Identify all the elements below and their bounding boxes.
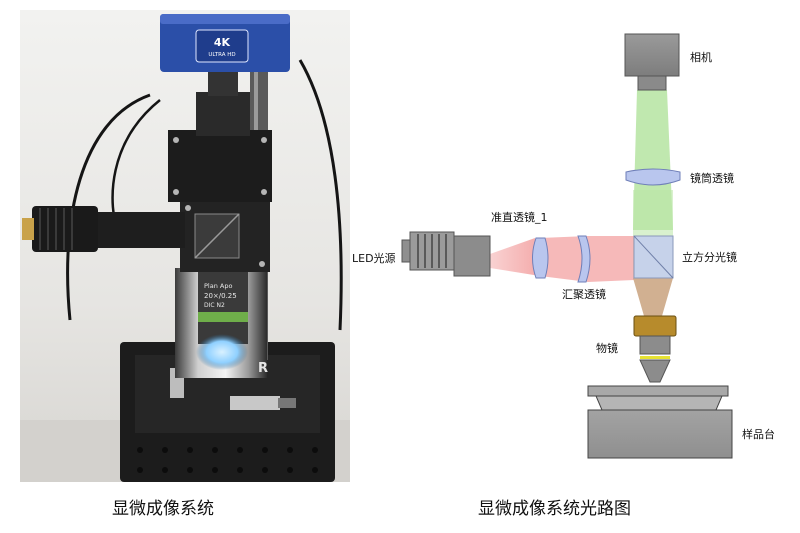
tube-lens-mount	[196, 92, 250, 136]
camera-badge-uhd: ULTRA HD	[208, 52, 235, 58]
mount-screws	[173, 137, 267, 267]
upper-mount	[168, 130, 272, 202]
illumination-arm	[95, 212, 185, 248]
condenser-lens	[577, 235, 591, 283]
micrometer-knob	[278, 398, 296, 408]
brand-mark: R	[258, 361, 268, 376]
led-fins	[39, 208, 73, 250]
illumination-glow	[196, 334, 248, 370]
camera-badge	[195, 29, 249, 63]
cable	[298, 59, 343, 331]
objective-body	[198, 272, 248, 344]
photo-frame: Plan Apo 20×/0.25 DIC N2 R	[20, 10, 350, 482]
label-beam-splitter: 立方分光镜	[682, 250, 737, 264]
objective-label-1: Plan Apo	[204, 282, 232, 290]
label-stage: 样品台	[742, 427, 775, 441]
objective-yellow-band	[640, 356, 670, 359]
tube-lens	[625, 168, 681, 186]
beam-splitter-diagonal	[633, 235, 674, 279]
label-led: LED光源	[352, 251, 396, 265]
collimator-lens	[532, 237, 549, 279]
led-source	[401, 231, 491, 277]
breadboard-holes	[137, 447, 318, 473]
micrometer	[230, 396, 280, 410]
led-heatsink-fins	[417, 234, 447, 268]
objective-tip	[639, 359, 671, 383]
label-camera: 相机	[690, 50, 712, 64]
cube-diagonal	[194, 213, 240, 259]
objective-barrel	[639, 335, 671, 355]
stage-bevel	[595, 395, 723, 411]
caption-photo: 显微成像系统	[112, 499, 214, 519]
stage-base	[587, 409, 733, 459]
led-connector	[22, 218, 34, 240]
camera-top	[160, 14, 290, 24]
red-beam-left	[490, 238, 540, 276]
label-condenser: 汇聚透镜	[562, 287, 606, 301]
led-head	[453, 235, 491, 277]
brown-beam	[633, 278, 673, 316]
label-tube-lens: 镜筒透镜	[690, 171, 734, 185]
caption-diagram: 显微成像系统光路图	[478, 499, 631, 519]
objective-label-3: DIC N2	[204, 302, 225, 309]
camera-badge-4k: 4K	[214, 36, 231, 49]
camera-mount	[637, 75, 667, 91]
camera-box	[624, 33, 680, 77]
objective-green-ring	[198, 312, 248, 322]
led-plug	[401, 239, 411, 263]
objective-label-2: 20×/0.25	[204, 292, 237, 300]
label-collimator: 准直透镜_1	[491, 210, 548, 224]
stage-top-plate	[587, 385, 729, 397]
label-objective: 物镜	[596, 341, 618, 355]
cable	[66, 93, 151, 321]
objective-gold-ring	[633, 315, 677, 337]
